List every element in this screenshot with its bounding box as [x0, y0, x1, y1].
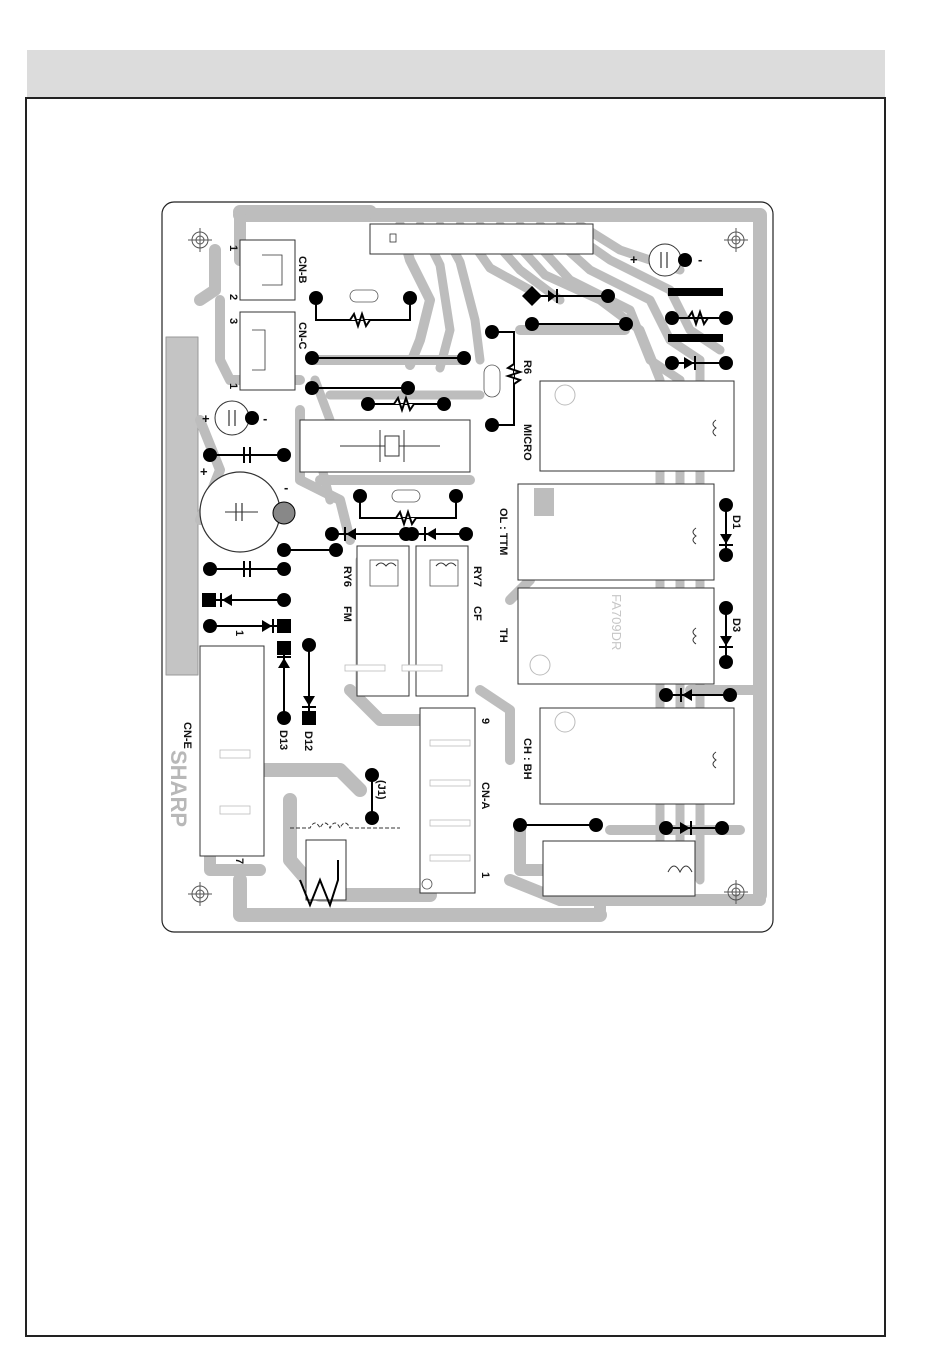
cn-a-connector — [420, 708, 475, 893]
cn-c-connector — [240, 312, 295, 390]
cn-e-label: CN-E — [181, 722, 193, 749]
cn-b-connector — [240, 240, 295, 300]
j1-label: (J1) — [375, 780, 387, 800]
th-label: TH — [497, 628, 509, 643]
cap-plus-label: + — [200, 464, 208, 479]
cn-c-pin-3: 3 — [227, 318, 239, 324]
cap-minus-label: - — [263, 411, 267, 426]
cn-b-pin-2: 2 — [227, 294, 239, 300]
cn-a-pin-1: 1 — [479, 872, 491, 878]
ry6-label: RY6 — [341, 566, 353, 587]
ol-ttm-relay — [518, 484, 714, 580]
cn-b-pin-1: 1 — [227, 245, 239, 251]
ol-ttm-label: OL : TTM — [497, 508, 509, 555]
d13-label: D13 — [277, 730, 289, 750]
part-marking: FA709DR — [609, 594, 624, 650]
ch-bh-label: CH : BH — [521, 738, 533, 780]
ry7-label: RY7 — [471, 566, 483, 587]
cap-plus-label: + — [630, 252, 638, 267]
fuse-icon — [300, 840, 346, 905]
d3-label: D3 — [730, 618, 742, 632]
cn-a-pin-9: 9 — [479, 718, 491, 724]
fm-label: FM — [341, 606, 353, 622]
r6-label: R6 — [521, 360, 533, 374]
cn-a-label: CN-A — [479, 782, 491, 810]
top-header-connector — [370, 224, 593, 254]
cap-plus-label: + — [202, 411, 210, 426]
cf-label: CF — [471, 606, 483, 621]
micro-relay — [540, 381, 734, 471]
cn-b-label: CN-B — [296, 256, 308, 284]
cn-c-pin-1: 1 — [227, 383, 239, 389]
cn-c-label: CN-C — [296, 322, 308, 350]
cn-e-pin-1: 1 — [233, 630, 245, 636]
ch-bh-relay — [540, 708, 734, 804]
cn-e-pin-7: 7 — [233, 858, 245, 864]
d12-label: D12 — [302, 731, 314, 751]
micro-label: MICRO — [521, 424, 533, 461]
brand-logo-text: SHARP — [166, 750, 191, 827]
cap-minus-label: - — [698, 252, 702, 267]
bottom-relay — [543, 841, 695, 896]
d1-label: D1 — [730, 515, 742, 529]
cap-minus-label: - — [284, 480, 288, 495]
